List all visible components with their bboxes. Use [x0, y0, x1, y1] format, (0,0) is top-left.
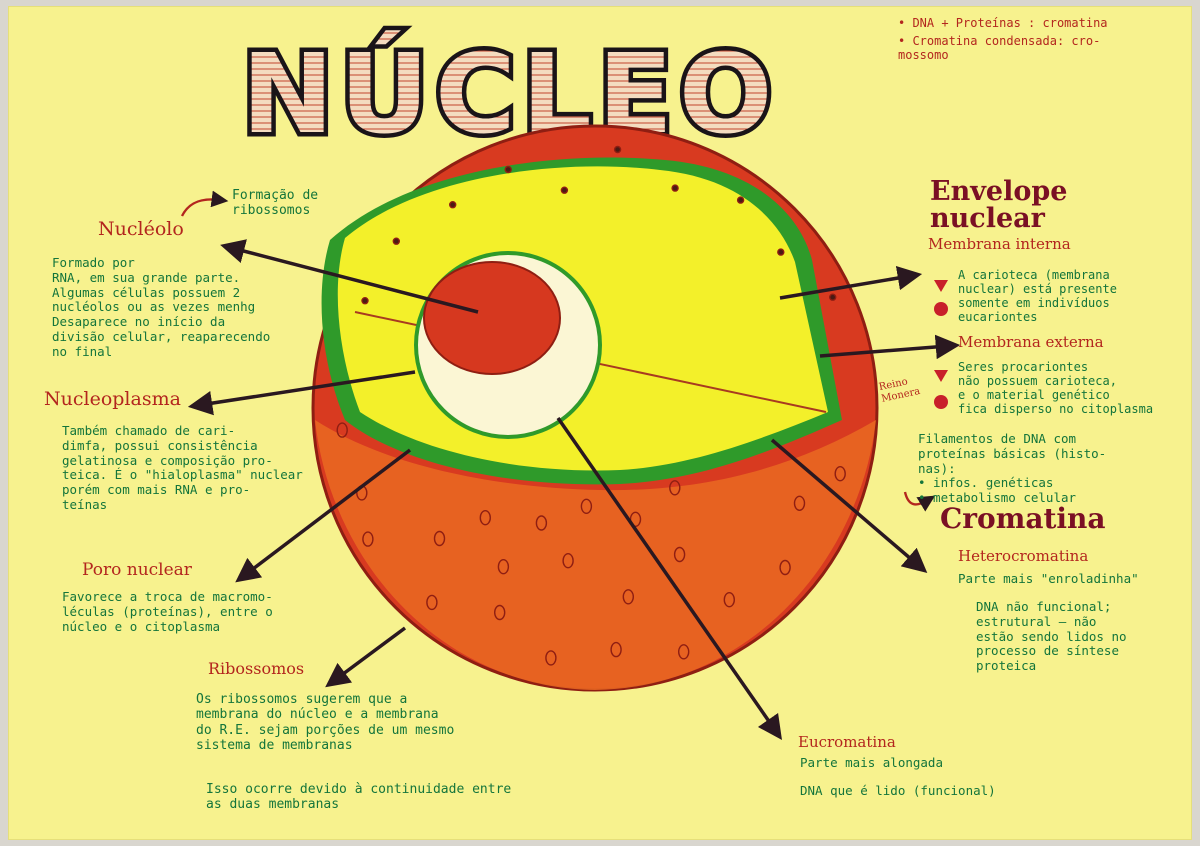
nuclear-pore: [336, 422, 348, 438]
eucromatina-text-1: Parte mais alongada: [800, 755, 943, 770]
curved-arrow-icon: [180, 190, 936, 512]
arrow-nucleolo: [220, 239, 479, 314]
nuclear-pore: [673, 546, 686, 563]
nuclear-pore: [449, 200, 457, 209]
eucromatina-text-2: DNA que é lido (funcional): [800, 783, 996, 798]
membrana-interna-text: A carioteca (membrana nuclear) está pres…: [958, 268, 1117, 325]
nuclear-pore: [793, 495, 806, 511]
nuclear-pore: [669, 480, 681, 496]
nuclear-pore: [545, 650, 557, 666]
poro-nuclear-heading: Poro nuclear: [82, 560, 192, 580]
nuclear-pore: [497, 559, 510, 575]
arrow-membrana-interna: [779, 265, 923, 300]
ribossomos-heading: Ribossomos: [208, 659, 305, 678]
nuclear-pore: [560, 186, 569, 194]
arrow-membrana-externa: [819, 334, 961, 360]
envelope-nuclear-heading: Envelope nuclear: [930, 176, 1068, 234]
ribossomos-text-2: Isso ocorre devido à continuidade entre …: [206, 782, 512, 813]
top-note-line2: • Cromatina condensada: cro- mossomo: [898, 34, 1101, 63]
nucleolo-text: Formado por RNA, em sua grande parte. Al…: [52, 255, 271, 359]
nucleoplasma-text: Também chamado de cari- dimfa, possui co…: [62, 423, 303, 512]
nuclear-pore: [580, 498, 593, 514]
nuclear-pore: [479, 510, 491, 526]
heterocromatina-heading: Heterocromatina: [958, 547, 1089, 565]
poro-nuclear-text: Favorece a troca de macromo- léculas (pr…: [62, 589, 273, 634]
arrow-poro: [235, 448, 412, 583]
nuclear-pore: [723, 592, 735, 608]
arrow-nucleoplasma: [187, 370, 416, 416]
arrow-eucromatina: [556, 417, 782, 741]
circle-bullet-icon: [934, 302, 948, 409]
nuclear-pore: [433, 530, 446, 547]
nuclear-pore: [834, 466, 846, 482]
nuclear-pore: [562, 553, 574, 569]
nuclear-pore: [736, 196, 745, 204]
nuclear-pore: [494, 604, 506, 621]
nuclear-pore: [777, 248, 785, 256]
ribossomos-text-1: Os ribossomos sugerem que a membrana do …: [196, 692, 455, 753]
membrana-externa-text: Seres procariontes não possuem carioteca…: [958, 360, 1154, 417]
heterocromatina-text-1: Parte mais "enroladinha": [958, 571, 1139, 586]
membrana-interna-heading: Membrana interna: [928, 235, 1071, 253]
nucleoplasma-heading: Nucleoplasma: [44, 388, 181, 410]
membrana-externa-heading: Membrana externa: [958, 333, 1104, 351]
filamentos-text: Filamentos de DNA com proteínas básicas …: [918, 431, 1107, 505]
pointer-arrows: [187, 239, 961, 741]
nuclear-pore: [392, 237, 400, 245]
nuclear-pore: [622, 589, 634, 605]
nuclear-pores: [336, 145, 846, 666]
triangle-bullet-icon: [934, 280, 948, 382]
nuclear-pore: [362, 531, 374, 547]
nucleolo-heading: Nucléolo: [98, 218, 184, 240]
arrow-ribossomos: [325, 626, 407, 688]
nuclear-pore: [504, 165, 512, 174]
eucromatina-heading: Eucromatina: [798, 733, 896, 751]
nuclear-pore: [779, 559, 791, 576]
nuclear-pore: [361, 297, 369, 305]
cromatina-heading: Cromatina: [940, 502, 1106, 535]
nuclear-pore: [613, 145, 622, 154]
arrow-heterocromatina: [770, 438, 928, 573]
heterocromatina-text-2: DNA não funcional; estrutural — não estã…: [976, 599, 1127, 673]
nuclear-pore: [426, 594, 438, 611]
nuclear-pore: [671, 184, 679, 192]
nuclear-pore: [610, 641, 622, 658]
formacao-ribossomos-text: Formação de ribossomos: [232, 188, 319, 219]
nucleus-sphere: [311, 124, 879, 692]
nuclear-pore: [535, 515, 548, 531]
title-text: NÚCLEO: [242, 30, 779, 158]
nuclear-pore: [678, 644, 690, 660]
top-note-line1: • DNA + Proteínas : cromatina: [898, 16, 1108, 30]
nuclear-pore: [829, 293, 837, 301]
